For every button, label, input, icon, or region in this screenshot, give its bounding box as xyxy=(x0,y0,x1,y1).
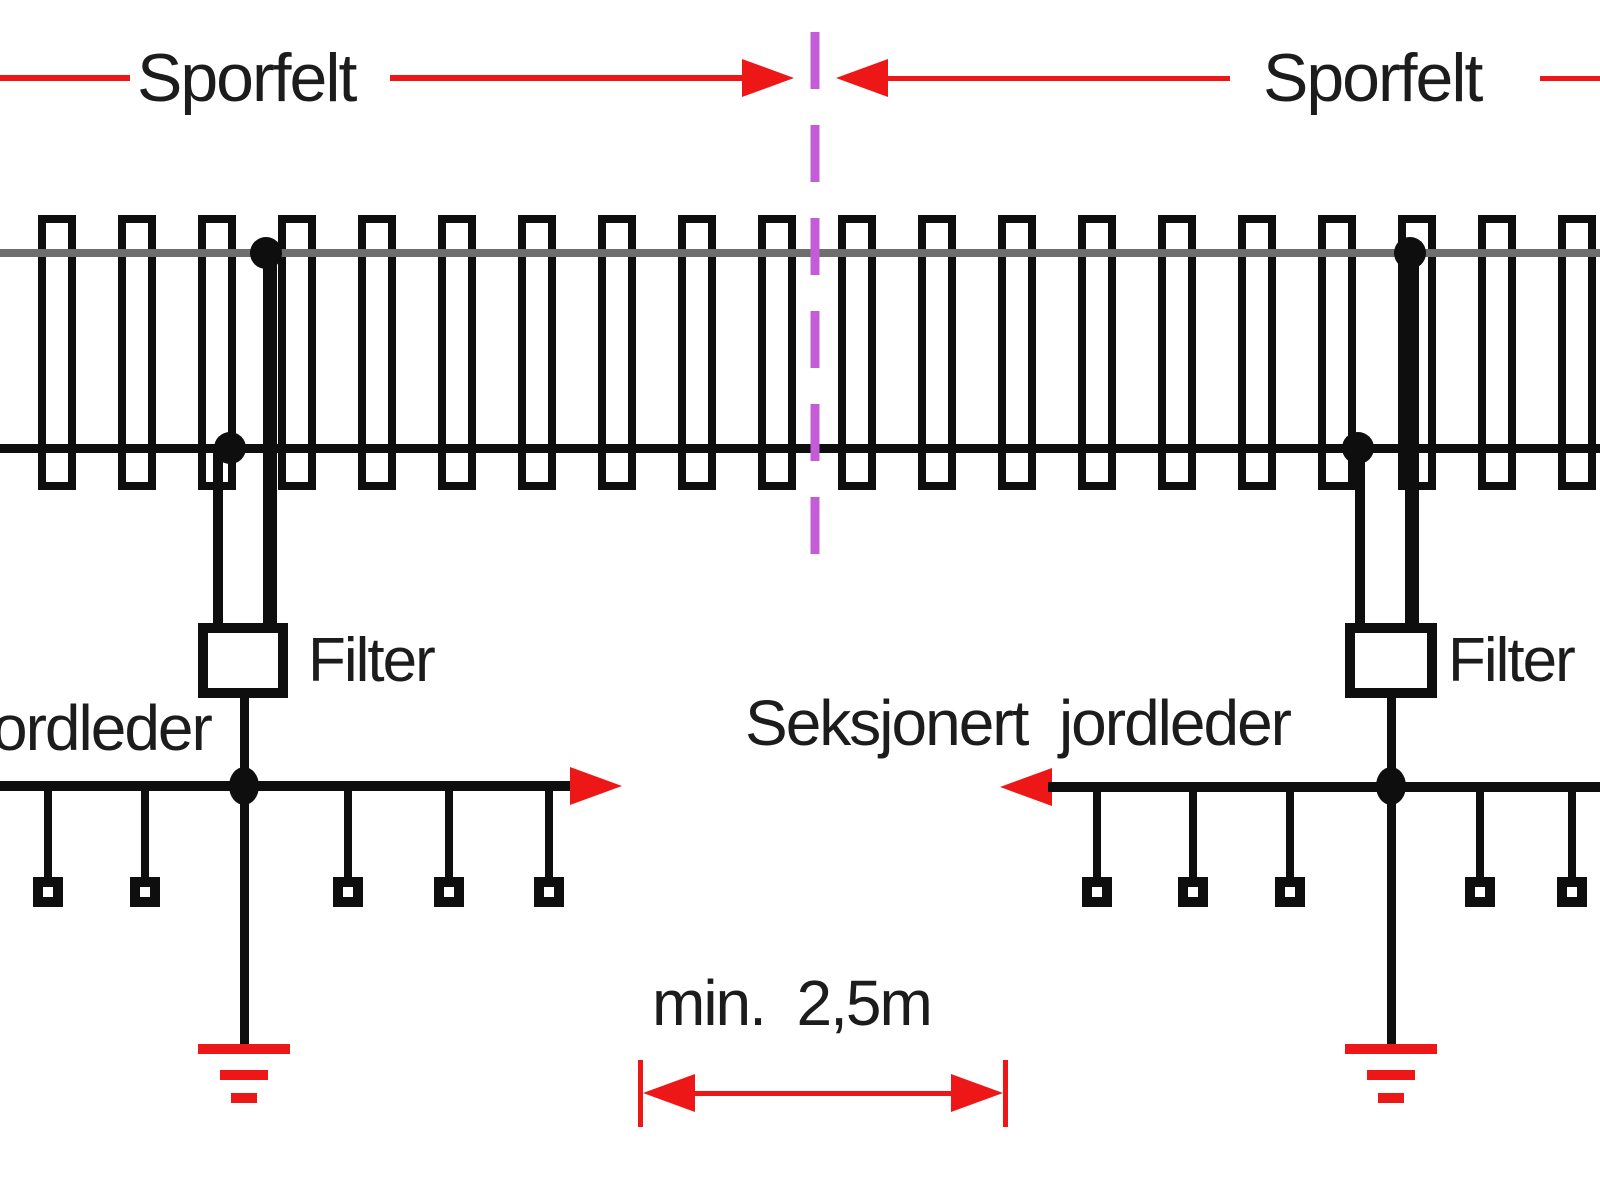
left-electrode-lead xyxy=(344,790,352,880)
left-earth-symbol-bar3 xyxy=(231,1093,257,1103)
right-electrode-terminal-hole xyxy=(1285,887,1295,897)
left-earth-symbol-bar2 xyxy=(220,1070,268,1080)
left-top-rail-connection-dot xyxy=(250,237,282,269)
right-earth-symbol-bar3 xyxy=(1378,1093,1404,1103)
sporfelt-extent-line-left xyxy=(390,75,742,81)
track-sleeper xyxy=(1478,215,1516,490)
right-earth-symbol-bar1 xyxy=(1345,1044,1437,1054)
track-sleeper xyxy=(678,215,716,490)
right-electrode-lead xyxy=(1093,790,1101,880)
right-filter-to-ground-lead xyxy=(1387,693,1396,786)
dimension-arrow-right-icon xyxy=(951,1074,1003,1112)
right-electrode-lead xyxy=(1568,790,1576,880)
rail-top xyxy=(0,249,1600,257)
track-sleeper xyxy=(1078,215,1116,490)
ground-conductor-left-arrow-icon xyxy=(570,767,622,805)
track-sleeper xyxy=(1238,215,1276,490)
left-filter-to-ground-lead xyxy=(240,693,249,786)
left-electrode-lead xyxy=(141,790,149,880)
left-earth-symbol-bar1 xyxy=(198,1044,290,1054)
right-lead-from-bottom-rail xyxy=(1355,448,1365,628)
seksjonert-jordleder-label: Seksjonert jordleder xyxy=(745,687,1292,759)
dimension-line xyxy=(660,1091,986,1096)
min-distance-label: min. 2,5m xyxy=(652,967,933,1039)
left-electrode-terminal-hole xyxy=(544,887,554,897)
track-sleeper xyxy=(438,215,476,490)
track-sleeper xyxy=(918,215,956,490)
sporfelt-extent-line-right xyxy=(888,76,1230,81)
sporfelt-arrow-right-icon xyxy=(742,59,794,97)
right-top-rail-connection-dot xyxy=(1394,237,1426,269)
right-electrode-lead xyxy=(1286,790,1294,880)
right-electrode-terminal-hole xyxy=(1475,887,1485,897)
left-bottom-rail-connection-dot xyxy=(214,432,246,464)
track-sleeper xyxy=(1158,215,1196,490)
left-electrode-lead xyxy=(445,790,453,880)
left-earth-lead xyxy=(240,786,249,1048)
right-electrode-terminal-hole xyxy=(1567,887,1577,897)
sporfelt-label-left: Sporfelt xyxy=(137,40,357,116)
right-bottom-rail-connection-dot xyxy=(1342,432,1374,464)
sporfelt-arrow-left-icon xyxy=(836,59,888,97)
track-sleeper xyxy=(118,215,156,490)
track-sleeper xyxy=(598,215,636,490)
sporfelt-extent-line-right xyxy=(1540,76,1600,81)
jordleder-label-left: ordleder xyxy=(0,692,213,764)
left-lead-from-top-rail xyxy=(263,253,277,628)
ground-conductor-right-arrow-icon xyxy=(1000,768,1052,806)
left-electrode-terminal-hole xyxy=(43,887,53,897)
left-electrode-terminal-hole xyxy=(140,887,150,897)
dimension-tick-right xyxy=(1003,1060,1008,1127)
track-sleeper xyxy=(38,215,76,490)
left-electrode-lead xyxy=(545,790,553,880)
track-sleeper xyxy=(278,215,316,490)
left-electrode-lead xyxy=(44,790,52,880)
track-sleeper xyxy=(358,215,396,490)
left-filter-box xyxy=(198,623,288,698)
right-electrode-terminal-hole xyxy=(1188,887,1198,897)
track-sleeper xyxy=(838,215,876,490)
right-filter-box xyxy=(1345,623,1437,698)
left-electrode-terminal-hole xyxy=(343,887,353,897)
sporfelt-label-right: Sporfelt xyxy=(1263,40,1483,116)
right-electrode-lead xyxy=(1476,790,1484,880)
filter-label-right: Filter xyxy=(1448,626,1576,695)
track-sleeper xyxy=(518,215,556,490)
right-earth-lead xyxy=(1387,786,1396,1048)
right-electrode-lead xyxy=(1189,790,1197,880)
track-sleeper xyxy=(758,215,796,490)
ground-conductor-right xyxy=(1048,782,1600,792)
rail-bottom xyxy=(0,444,1600,453)
right-electrode-terminal-hole xyxy=(1092,887,1102,897)
right-lead-from-top-rail xyxy=(1405,253,1419,628)
track-sleeper xyxy=(1558,215,1596,490)
filter-label-left: Filter xyxy=(308,626,436,695)
track-sleeper xyxy=(998,215,1036,490)
left-lead-from-bottom-rail xyxy=(213,448,223,628)
dimension-arrow-left-icon xyxy=(643,1074,695,1112)
ground-conductor-left xyxy=(0,781,578,791)
dimension-tick-left xyxy=(638,1060,643,1127)
sporfelt-extent-line-left xyxy=(0,75,130,81)
right-earth-symbol-bar2 xyxy=(1367,1070,1415,1080)
left-electrode-terminal-hole xyxy=(444,887,454,897)
